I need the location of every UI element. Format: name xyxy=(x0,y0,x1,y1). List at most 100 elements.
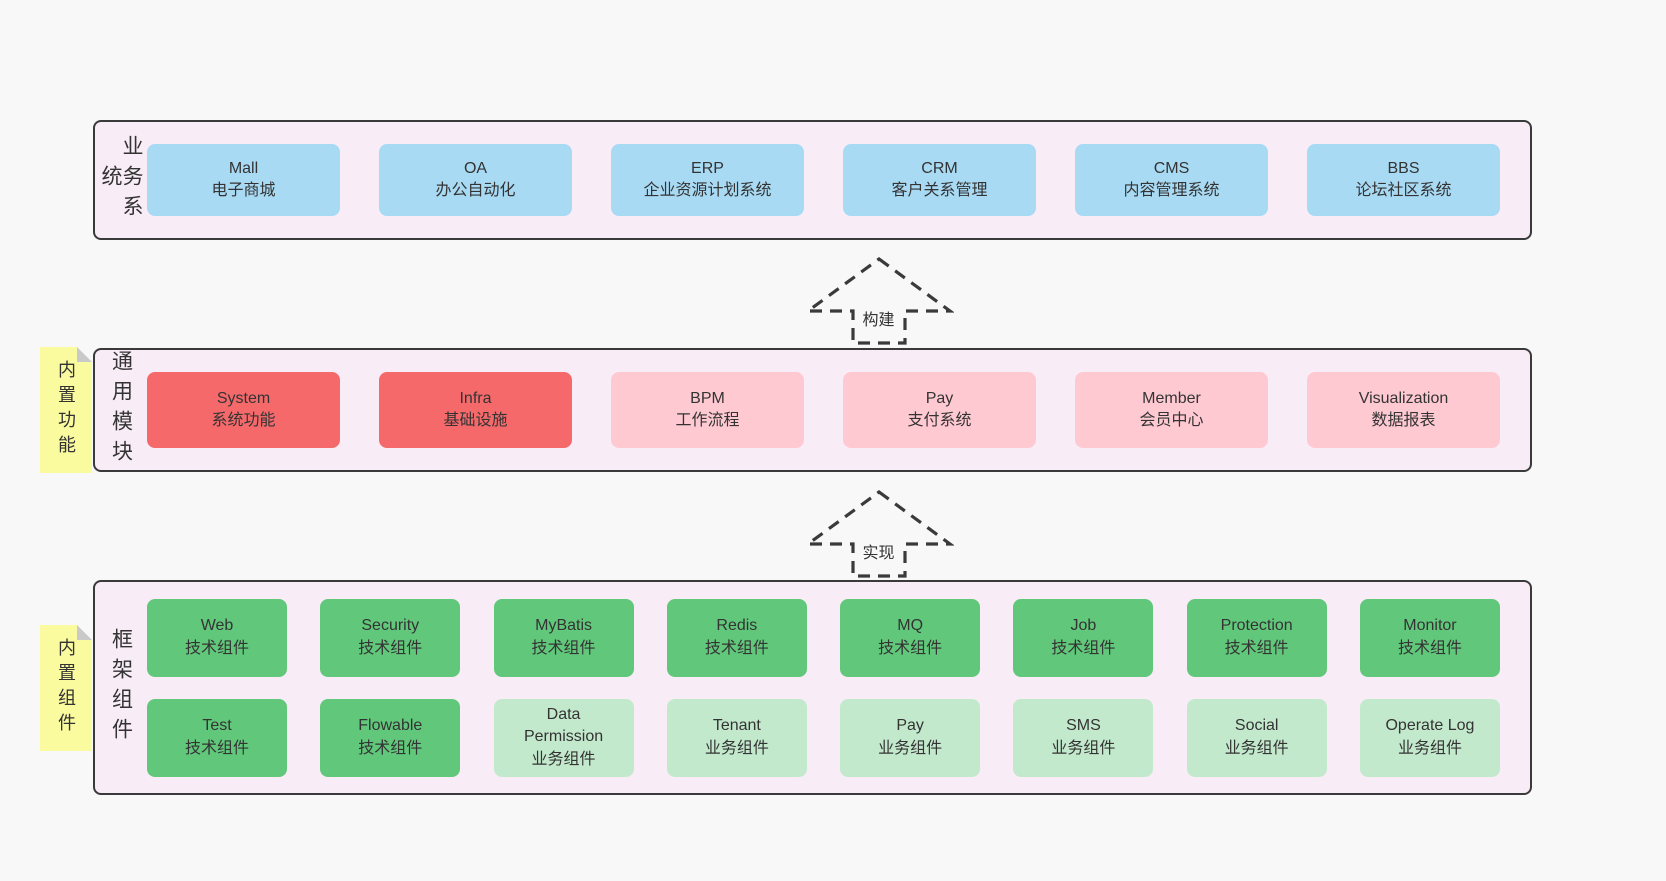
box-subtitle: 业务组件 xyxy=(1397,739,1462,757)
box-subtitle: 业务组件 xyxy=(531,750,596,768)
box-title: CMS xyxy=(1153,159,1190,177)
builtin-features-sticky-note: 内置功能 xyxy=(40,347,92,473)
box-subtitle: 工作流程 xyxy=(675,412,740,429)
box-operate-log: Operate Log 业务组件 xyxy=(1359,698,1500,777)
box-title: Data Permission xyxy=(523,705,604,746)
builtin-features-sticky-label: 内置功能 xyxy=(56,360,76,460)
box-title: OA xyxy=(463,159,488,177)
box-subtitle: 业务组件 xyxy=(704,739,769,757)
framework-components-panel: 内置组件 框架组件 Web 技术组件 Security 技术组件 MyBatis 技术组件… xyxy=(40,580,1532,795)
common-modules-label: 通用模块 xyxy=(109,350,133,470)
box-system: System 系统功能 xyxy=(147,372,340,448)
box-subtitle: 数据报表 xyxy=(1371,412,1436,429)
box-subtitle: 技术组件 xyxy=(1051,639,1116,657)
box-visualization: Visualization 数据报表 xyxy=(1307,372,1500,448)
box-subtitle: 技术组件 xyxy=(704,639,769,657)
box-subtitle: 基础设施 xyxy=(443,412,508,429)
box-title: BPM xyxy=(690,389,725,407)
implement-arrow-label: 实现 xyxy=(858,539,899,563)
box-subtitle: 业务组件 xyxy=(1051,739,1116,757)
box-title: ERP xyxy=(691,159,724,177)
box-subtitle: 技术组件 xyxy=(358,639,423,657)
box-cms: CMS 内容管理系统 xyxy=(1075,144,1268,216)
box-subtitle: 业务组件 xyxy=(878,739,943,757)
box-title: Monitor xyxy=(1403,617,1457,635)
box-bbs: BBS 论坛社区系统 xyxy=(1307,144,1500,216)
box-subtitle: 企业资源计划系统 xyxy=(643,182,772,199)
up-arrow-icon xyxy=(803,257,954,345)
box-title: Test xyxy=(202,717,232,735)
box-subtitle: 技术组件 xyxy=(1224,639,1289,657)
box-subtitle: 会员中心 xyxy=(1139,412,1204,429)
box-data-permission: Data Permission 业务组件 xyxy=(493,698,634,777)
business-systems-items: Mall 电子商城 OA 办公自动化 ERP 企业资源计划系统 CRM 客户关系管理 CMS 内容… xyxy=(147,144,1530,216)
box-sms: SMS 业务组件 xyxy=(1013,698,1154,777)
box-web: Web 技术组件 xyxy=(147,598,287,677)
box-subtitle: 内容管理系统 xyxy=(1123,182,1220,199)
box-subtitle: 电子商城 xyxy=(211,182,276,199)
build-arrow-label: 构建 xyxy=(858,306,899,330)
box-title: Infra xyxy=(459,389,492,407)
box-title: Job xyxy=(1070,617,1097,635)
box-bpm: BPM 工作流程 xyxy=(611,372,804,448)
box-title: Flowable xyxy=(358,717,423,735)
up-arrow-icon xyxy=(803,490,954,578)
box-subtitle: 技术组件 xyxy=(184,739,249,757)
box-title: BBS xyxy=(1387,159,1420,177)
box-social: Social 业务组件 xyxy=(1186,698,1327,777)
box-title: SMS xyxy=(1066,717,1101,735)
box-title: Security xyxy=(361,617,420,635)
build-arrow: 构建 xyxy=(803,256,954,346)
box-title: Web xyxy=(200,617,234,635)
box-subtitle: 技术组件 xyxy=(1397,639,1462,657)
box-infra: Infra 基础设施 xyxy=(379,372,572,448)
box-subtitle: 论坛社区系统 xyxy=(1355,182,1452,199)
implement-arrow-zone: 实现 xyxy=(93,489,1532,579)
box-subtitle: 办公自动化 xyxy=(435,182,516,199)
framework-components-label: 框架组件 xyxy=(109,627,133,748)
box-oa: OA 办公自动化 xyxy=(379,144,572,216)
box-subtitle: 系统功能 xyxy=(211,412,276,429)
builtin-components-sticky-label: 内置组件 xyxy=(56,637,76,738)
box-title: Protection xyxy=(1220,617,1293,635)
box-member: Member 会员中心 xyxy=(1075,372,1268,448)
box-job: Job 技术组件 xyxy=(1013,598,1154,677)
box-protection: Protection 技术组件 xyxy=(1186,598,1327,677)
box-erp: ERP 企业资源计划系统 xyxy=(611,144,804,216)
box-test: Test 技术组件 xyxy=(147,698,287,777)
box-title: Pay xyxy=(896,717,924,735)
box-title: MQ xyxy=(897,617,924,635)
box-title: Member xyxy=(1142,389,1201,407)
box-title: CRM xyxy=(921,159,958,177)
box-subtitle: 技术组件 xyxy=(531,639,596,657)
box-title: Mall xyxy=(228,159,259,177)
build-arrow-zone: 构建 xyxy=(93,256,1532,346)
box-subtitle: 业务组件 xyxy=(1224,739,1289,757)
box-subtitle: 客户关系管理 xyxy=(891,182,988,199)
box-mybatis: MyBatis 技术组件 xyxy=(493,598,634,677)
box-subtitle: 技术组件 xyxy=(358,739,423,757)
box-subtitle: 支付系统 xyxy=(907,412,972,429)
box-monitor: Monitor 技术组件 xyxy=(1359,598,1500,677)
box-security: Security 技术组件 xyxy=(320,598,461,677)
box-mall: Mall 电子商城 xyxy=(147,144,340,216)
box-title: Operate Log xyxy=(1385,717,1475,735)
box-title: MyBatis xyxy=(535,617,593,635)
box-flowable: Flowable 技术组件 xyxy=(320,698,461,777)
implement-arrow: 实现 xyxy=(803,489,954,579)
box-title: System xyxy=(216,389,271,407)
box-subtitle: 技术组件 xyxy=(184,639,249,657)
box-title: Visualization xyxy=(1358,389,1449,407)
box-title: Social xyxy=(1234,717,1279,735)
